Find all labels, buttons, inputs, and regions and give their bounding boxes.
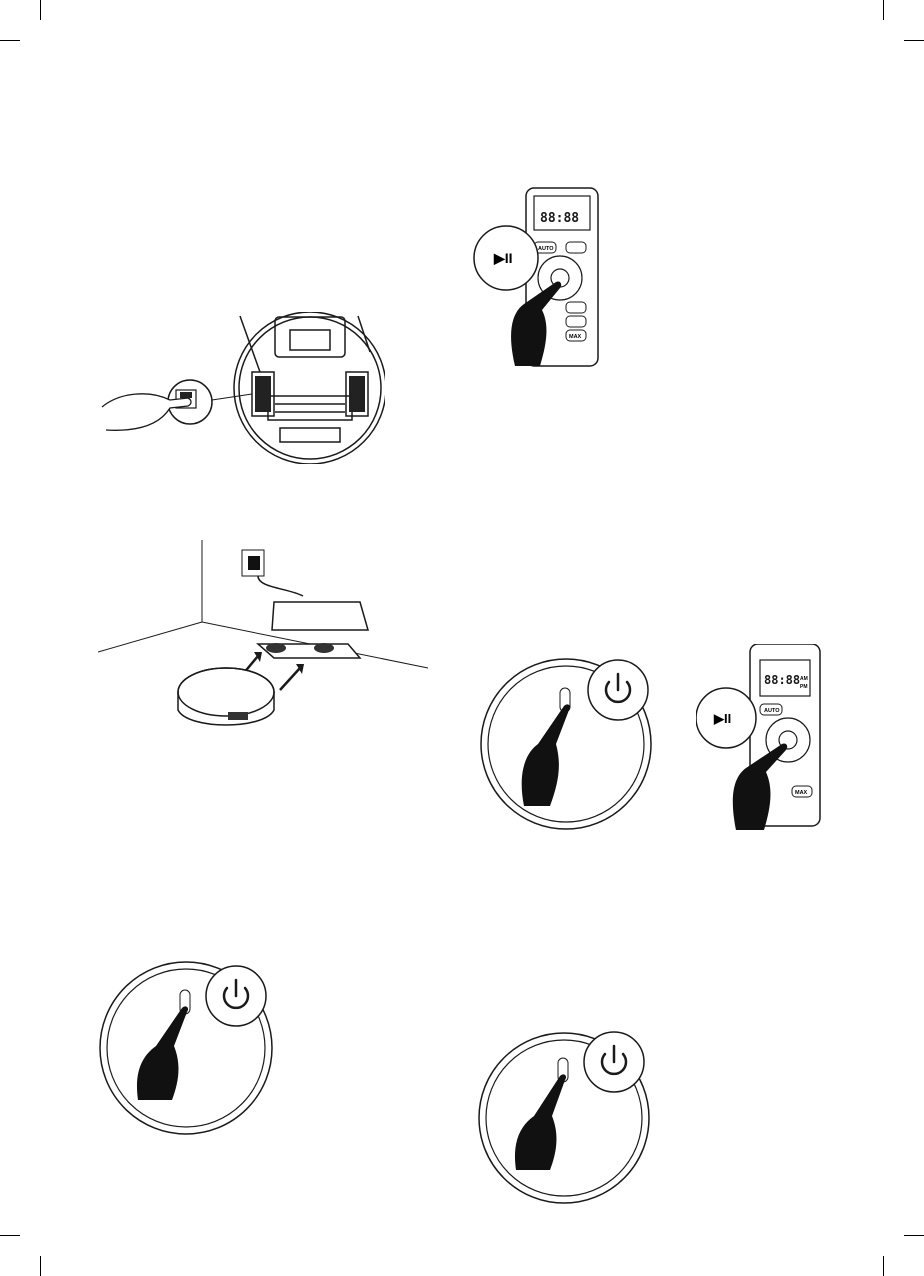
robot-underside-figure bbox=[100, 312, 385, 464]
wall-plug-icon bbox=[248, 556, 260, 570]
robot-vacuum-icon bbox=[178, 668, 274, 725]
charging-dock-icon bbox=[258, 602, 368, 658]
crop-mark-br-v bbox=[883, 1256, 884, 1276]
crop-mark-tl-h bbox=[0, 40, 20, 41]
auto-label: AUTO bbox=[764, 708, 780, 714]
auto-label: AUTO bbox=[538, 246, 554, 252]
remote-control-figure-1: 88:88 AUTO MAX ▶II bbox=[470, 186, 620, 370]
max-label: MAX bbox=[795, 790, 808, 796]
power-button-figure-3 bbox=[476, 1030, 656, 1206]
play-pause-icon: ▶II bbox=[713, 711, 731, 726]
play-pause-icon: ▶II bbox=[493, 250, 513, 266]
dock-charging-figure bbox=[98, 540, 428, 736]
lcd-time: 88:88 bbox=[540, 211, 579, 226]
crop-mark-br-h bbox=[904, 1235, 924, 1236]
max-label: MAX bbox=[569, 334, 582, 340]
lcd-am: AM bbox=[800, 676, 808, 682]
crop-mark-tr-v bbox=[883, 0, 884, 20]
power-button-figure-1 bbox=[478, 656, 658, 832]
power-button-figure-2 bbox=[98, 960, 278, 1136]
crop-mark-tr-h bbox=[904, 40, 924, 41]
lcd-pm: PM bbox=[800, 684, 808, 690]
crop-mark-bl-h bbox=[0, 1235, 20, 1236]
lcd-time: 88:88 bbox=[764, 673, 800, 687]
remote-control-figure-2: 88:88 AM PM AUTO MAX ▶II bbox=[696, 644, 822, 832]
crop-mark-bl-v bbox=[40, 1256, 41, 1276]
crop-mark-tl-v bbox=[40, 0, 41, 20]
